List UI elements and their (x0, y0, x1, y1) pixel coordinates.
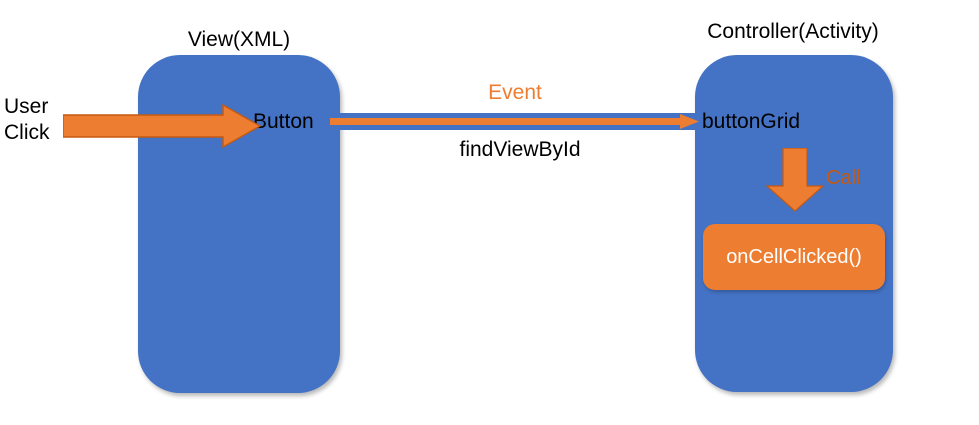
controller-panel-caption: Controller(Activity) (707, 20, 879, 43)
event-arrow-icon (330, 113, 700, 130)
call-arrow-icon (766, 148, 824, 212)
controller-panel (695, 55, 893, 392)
call-edge-label: Call (826, 167, 861, 189)
oncellclicked-label: onCellClicked() (726, 245, 862, 268)
findviewbyid-edge-label: findViewById (459, 138, 581, 161)
buttongrid-node-label: buttonGrid (702, 110, 801, 133)
event-edge-label: Event (488, 81, 542, 104)
view-panel-caption: View(XML) (187, 28, 291, 51)
user-click-arrow-icon (63, 104, 261, 148)
oncellclicked-box: onCellClicked() (703, 224, 885, 290)
view-panel (138, 55, 340, 393)
button-node-label: Button (253, 110, 314, 133)
user-click-line2: Click (4, 121, 50, 144)
user-click-line1: User (4, 95, 49, 118)
